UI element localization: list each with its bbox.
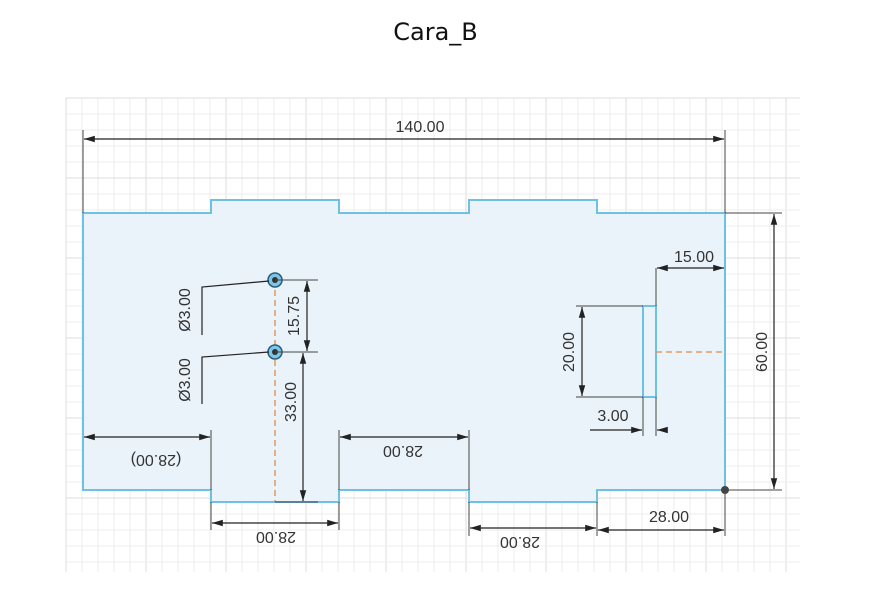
hole-bottom-diameter-label: Ø3.00	[177, 358, 194, 402]
dimension-overall-height-label: 60.00	[754, 332, 771, 372]
dimension-overall-width-label: 140.00	[396, 119, 445, 136]
hole-bottom-leader	[201, 351, 270, 404]
hole-top-diameter-label: Ø3.00	[177, 288, 194, 332]
dimension-bottom-tab-right-label: 28.00	[500, 533, 540, 550]
dimension-hole-spacing-label: 15.75	[286, 296, 303, 336]
dimension-slot-offset-label: 15.00	[674, 249, 714, 266]
dimension-right-tab-label: 28.00	[649, 509, 689, 526]
dimension-slot-height-label: 20.00	[561, 332, 578, 372]
dimension-bottom-tab-left-label: 28.00	[256, 528, 296, 545]
hole-top-leader	[201, 280, 270, 335]
page-title: Cara_B	[393, 18, 478, 46]
dimension-hole-from-bottom-label: 33.00	[283, 382, 300, 422]
dimension-middle-notch-label: 28.00	[383, 442, 423, 459]
dimension-left-reference-label: (28.00)	[131, 451, 182, 468]
dimension-slot-width-label: 3.00	[597, 408, 628, 425]
